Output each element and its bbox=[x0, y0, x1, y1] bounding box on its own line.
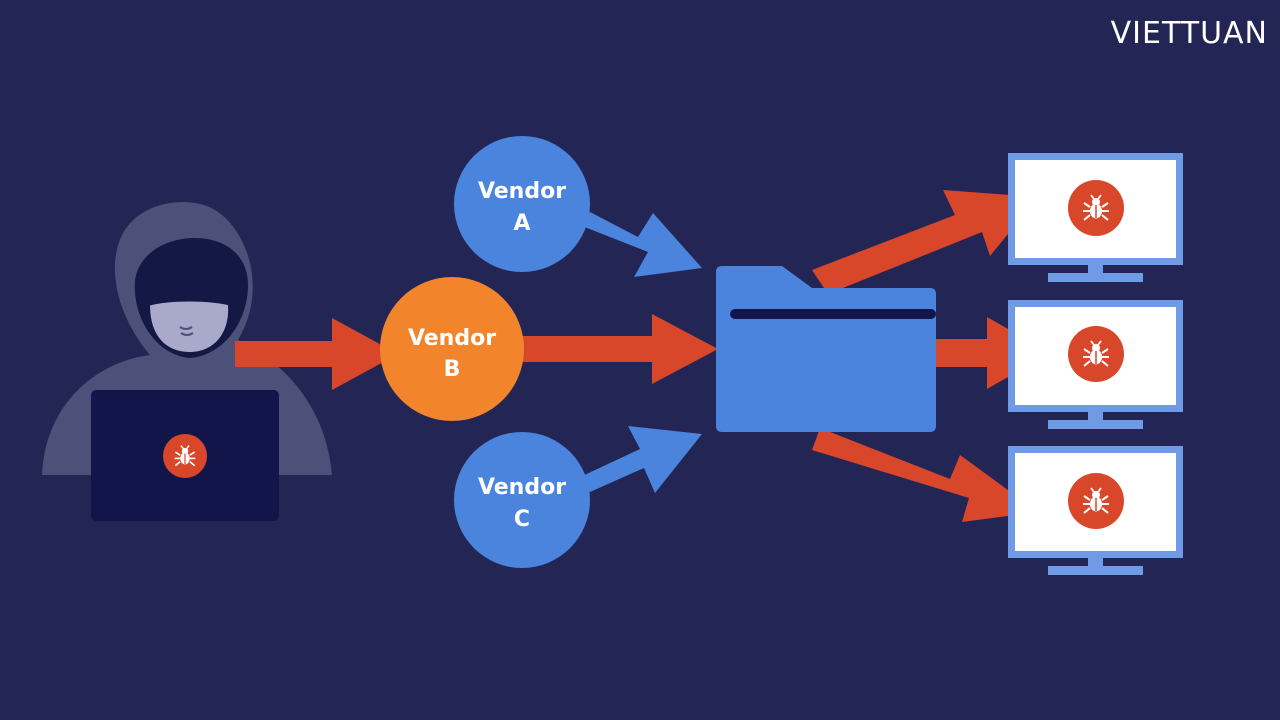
vendor-b: Vendor B bbox=[380, 277, 524, 421]
vendor-a: Vendor A bbox=[454, 136, 590, 272]
arrow-folder-to-monitor-1 bbox=[812, 190, 1038, 294]
monitor-2-bug-badge bbox=[1068, 326, 1124, 382]
vendor-a-label-line2: A bbox=[513, 211, 530, 236]
arrow-vendor-c-to-folder bbox=[578, 426, 702, 493]
monitor-icon-3 bbox=[1008, 446, 1183, 575]
laptop-bug-badge bbox=[163, 434, 207, 478]
vendor-c-label-line2: C bbox=[514, 507, 530, 532]
vendor-c-label-line1: Vendor bbox=[478, 475, 566, 500]
vendor-a-label-line1: Vendor bbox=[478, 179, 566, 204]
brand-logo: VIETTUAN bbox=[1110, 16, 1268, 51]
vendor-b-label-line1: Vendor bbox=[408, 326, 496, 351]
arrow-vendor-b-to-folder bbox=[520, 314, 718, 384]
arrow-folder-to-monitor-3 bbox=[812, 428, 1038, 522]
arrow-folder-to-monitor-2 bbox=[934, 317, 1050, 389]
arrow-hacker-to-vendor-b bbox=[235, 318, 398, 390]
vendor-b-label-line2: B bbox=[444, 357, 461, 382]
arrow-vendor-a-to-folder bbox=[582, 212, 702, 277]
monitor-1-bug-badge bbox=[1068, 180, 1124, 236]
vendor-c: Vendor C bbox=[454, 432, 590, 568]
monitor-3-bug-badge bbox=[1068, 473, 1124, 529]
folder-icon bbox=[716, 266, 936, 432]
